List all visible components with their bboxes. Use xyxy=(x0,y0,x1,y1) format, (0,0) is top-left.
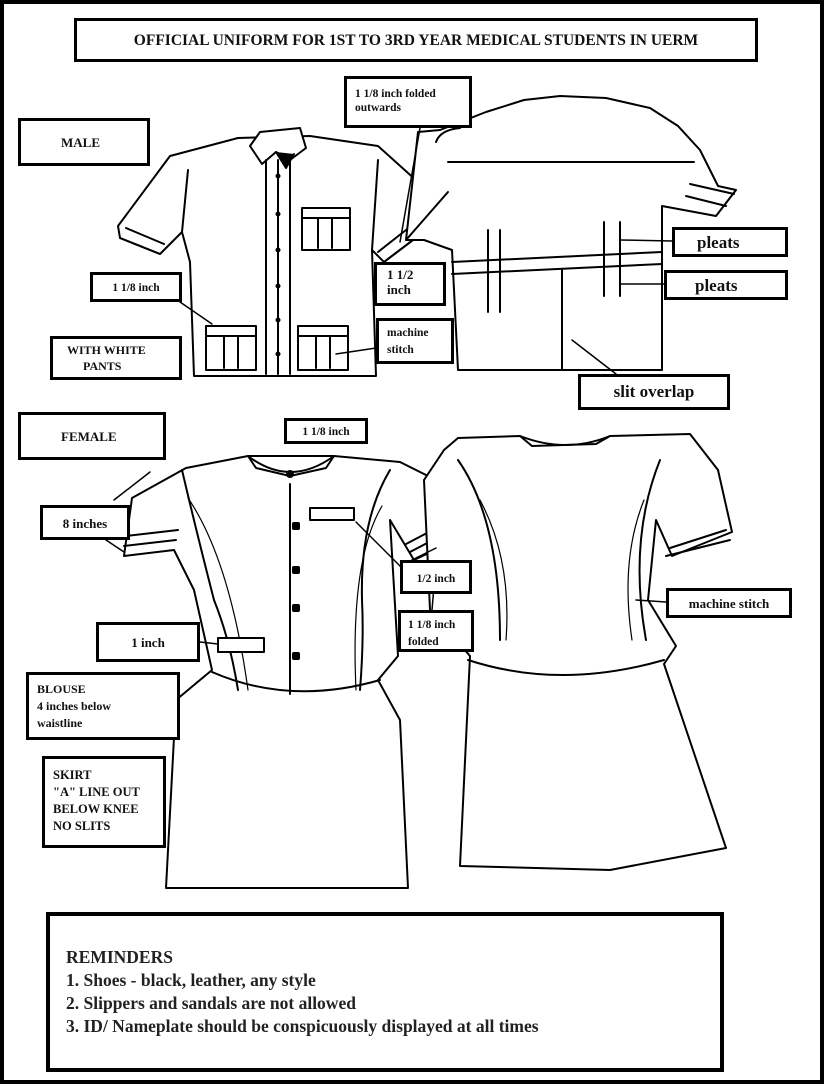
hem-label: 1 1/8 inch xyxy=(90,272,182,302)
skirt-line-3: BELOW KNEE xyxy=(53,801,139,816)
reminders-heading: REMINDERS xyxy=(66,947,173,967)
female-dress-back xyxy=(423,433,733,871)
female-stitch-label: machine stitch xyxy=(666,588,792,618)
back-pleat-line-1: 1 1/2 xyxy=(387,267,414,282)
back-pleat-line-2: inch xyxy=(387,281,411,297)
male-heading: MALE xyxy=(18,118,150,166)
slit-overlap-label: slit overlap xyxy=(578,374,730,410)
cuff-label: 1 1/8 inch folded xyxy=(398,610,474,652)
cuff-line-2: folded xyxy=(408,635,439,648)
white-pants-line-1: WITH WHITE xyxy=(67,343,146,357)
female-collar-label: 1 1/8 inch xyxy=(284,418,368,444)
collar-fold-line-1: 1 1/8 inch folded xyxy=(355,88,436,100)
cuff-line-1: 1 1/8 inch xyxy=(408,619,456,631)
skirt-label: SKIRT "A" LINE OUT BELOW KNEE NO SLITS xyxy=(42,756,166,848)
reminder-item: 1. Shoes - black, leather, any style xyxy=(66,970,316,991)
pleats-label-2: pleats xyxy=(664,270,788,300)
sleeve-length-label: 8 inches xyxy=(40,505,130,540)
reminder-item: 3. ID/ Nameplate should be conspicuously… xyxy=(66,1016,539,1037)
male-shirt-front xyxy=(117,127,443,377)
blouse-line-1: BLOUSE xyxy=(37,682,86,696)
male-shirt-back xyxy=(405,95,737,371)
skirt-line-2: "A" LINE OUT xyxy=(53,784,140,799)
skirt-line-1: SKIRT xyxy=(53,768,92,782)
female-heading: FEMALE xyxy=(18,412,166,460)
male-shirt-buttons xyxy=(275,173,281,357)
white-pants-label: WITH WHITE PANTS xyxy=(50,336,182,380)
blouse-line-2: 4 inches below xyxy=(37,698,112,713)
female-dress-front xyxy=(123,455,457,889)
male-stitch-line-1: machine xyxy=(387,327,429,339)
collar-fold-label: 1 1/8 inch folded outwards xyxy=(344,76,472,128)
pleats-label-1: pleats xyxy=(672,227,788,257)
reminder-item: 2. Slippers and sandals are not allowed xyxy=(66,993,356,1014)
skirt-line-4: NO SLITS xyxy=(53,818,111,833)
back-pleat-label: 1 1/2 inch xyxy=(374,262,446,306)
male-stitch-line-2: stitch xyxy=(387,343,414,356)
reminders-box: REMINDERS 1. Shoes - black, leather, any… xyxy=(46,912,724,1072)
blouse-label: BLOUSE 4 inches below waistline xyxy=(26,672,180,740)
blouse-line-3: waistline xyxy=(37,715,83,730)
female-dress-buttons xyxy=(286,470,300,660)
male-stitch-label: machine stitch xyxy=(376,318,454,364)
collar-fold-line-2: outwards xyxy=(355,102,402,115)
page-title: OFFICIAL UNIFORM FOR 1ST TO 3RD YEAR MED… xyxy=(74,18,758,62)
nameplate-label: 1/2 inch xyxy=(400,560,472,594)
white-pants-line-2: PANTS xyxy=(83,358,122,373)
id-size-label: 1 inch xyxy=(96,622,200,662)
